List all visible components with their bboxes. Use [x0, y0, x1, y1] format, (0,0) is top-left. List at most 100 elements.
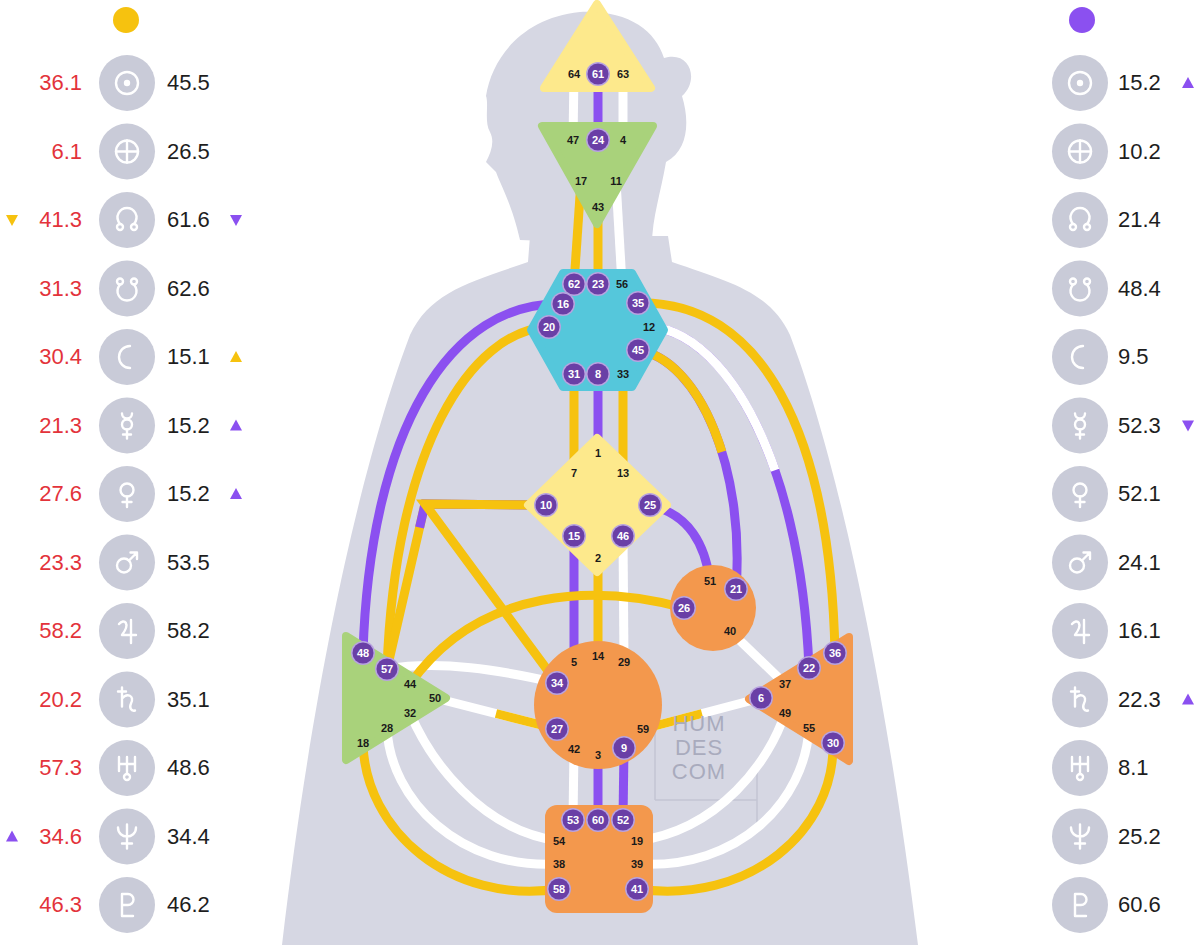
planet-symbol	[99, 672, 155, 728]
personality-gate-line: 52.1	[1118, 480, 1161, 508]
planet-disc	[99, 877, 155, 933]
design-marker	[113, 7, 139, 33]
gate-number: 41	[627, 879, 648, 900]
personality-gate-line: 58.2	[167, 617, 210, 645]
activation-triangle	[230, 215, 242, 226]
spleen-center: 48574450322818	[342, 632, 450, 764]
gate-number: 17	[575, 174, 587, 188]
glyph-stroke	[1076, 497, 1085, 508]
personality-gate-line: 46.2	[167, 891, 210, 919]
planet-disc	[1052, 535, 1108, 591]
glyph-stroke	[121, 484, 134, 497]
planet-disc	[1052, 329, 1108, 385]
gate-number: 20	[539, 317, 560, 338]
planet-disc	[99, 192, 155, 248]
gate-number: 61	[588, 64, 609, 85]
center-outline	[544, 4, 651, 88]
gate-number: 24	[588, 130, 609, 151]
channel-stroke	[425, 504, 557, 683]
design-gate-line: 23.3	[0, 549, 82, 577]
glyph-dot	[124, 80, 130, 86]
gate-number: 13	[617, 466, 629, 480]
center-outline	[545, 805, 653, 913]
channel	[425, 504, 557, 683]
planet-disc	[1052, 877, 1108, 933]
personality-gate-line: 15.1	[167, 343, 210, 371]
design-gate-line: 6.1	[0, 138, 82, 166]
glyph-stroke	[1069, 141, 1091, 163]
gate-number: 4	[620, 133, 626, 147]
gate-number: 38	[553, 857, 565, 871]
gate-number: 34	[547, 673, 568, 694]
personality-gate-line: 15.2	[1118, 69, 1161, 97]
planet-disc	[99, 809, 155, 865]
glyph-stroke	[118, 688, 135, 711]
glyph-stroke	[1072, 346, 1083, 368]
glyph-dot	[1077, 80, 1083, 86]
gate-number: 7	[571, 466, 577, 480]
center-outline	[528, 438, 667, 572]
gate-number: 50	[429, 691, 441, 705]
watermark-frame	[655, 712, 757, 825]
g-center: 1713102515462	[525, 435, 670, 575]
planet-symbol	[99, 809, 155, 865]
personality-gate-line: 62.6	[167, 275, 210, 303]
personality-gate-line: 48.4	[1118, 275, 1161, 303]
glyph-stroke	[1072, 620, 1089, 643]
planet-symbol	[99, 55, 155, 111]
planet-disc	[1052, 809, 1108, 865]
planet-symbol	[1052, 398, 1108, 454]
personality-gate-line: 15.2	[167, 412, 210, 440]
torso-silhouette	[282, 236, 918, 945]
glyph-stroke	[116, 141, 138, 163]
glyph-stroke	[119, 757, 135, 774]
glyph-stroke	[119, 346, 130, 368]
planet-symbol	[99, 466, 155, 522]
personality-gate-line: 16.1	[1118, 617, 1161, 645]
glyph-stroke	[1075, 420, 1085, 430]
gate-number: 58	[549, 879, 570, 900]
planet-symbol	[99, 740, 155, 796]
design-gate-line: 27.6	[0, 480, 82, 508]
gate-number: 22	[799, 658, 820, 679]
gate-number: 21	[726, 579, 747, 600]
personality-gate-line: 60.6	[1118, 891, 1161, 919]
sacral-center: 514293427594239	[533, 640, 663, 770]
glyph-stroke	[1069, 72, 1091, 94]
planet-symbol	[1052, 603, 1108, 659]
gate-number: 63	[617, 67, 629, 81]
center-outline	[542, 126, 653, 224]
gate-number: 57	[377, 659, 398, 680]
personality-gate-line: 9.5	[1118, 343, 1149, 371]
planet-disc	[99, 466, 155, 522]
center-outline	[346, 636, 446, 760]
channel-stroke	[638, 350, 737, 589]
personality-gate-line: 35.1	[167, 686, 210, 714]
glyph-stroke	[1082, 553, 1090, 561]
planet-symbol	[99, 329, 155, 385]
glyph-stroke	[118, 208, 137, 224]
planet-symbol	[99, 877, 155, 933]
channel	[387, 327, 549, 669]
channel-stroke	[387, 504, 546, 669]
heart-center: 51212640	[669, 564, 757, 652]
gate-number: 64	[568, 67, 580, 81]
gate-number: 55	[803, 721, 815, 735]
planet-symbol	[1052, 877, 1108, 933]
planet-disc	[99, 740, 155, 796]
glyph-stroke	[122, 894, 134, 916]
gate-number: 29	[618, 655, 630, 669]
center-outline	[670, 565, 756, 651]
glyph-stroke	[116, 141, 138, 163]
gate-number: 53	[563, 810, 584, 831]
gate-number: 26	[674, 598, 695, 619]
design-gate-line: 36.1	[0, 69, 82, 97]
channel	[637, 743, 833, 891]
gate-number: 16	[553, 294, 574, 315]
planet-symbol	[1052, 740, 1108, 796]
personality-marker	[1069, 7, 1095, 33]
gate-number: 54	[553, 834, 565, 848]
gate-number: 14	[592, 649, 604, 663]
activation-triangle	[6, 831, 18, 842]
gate-number: 9	[614, 738, 635, 759]
